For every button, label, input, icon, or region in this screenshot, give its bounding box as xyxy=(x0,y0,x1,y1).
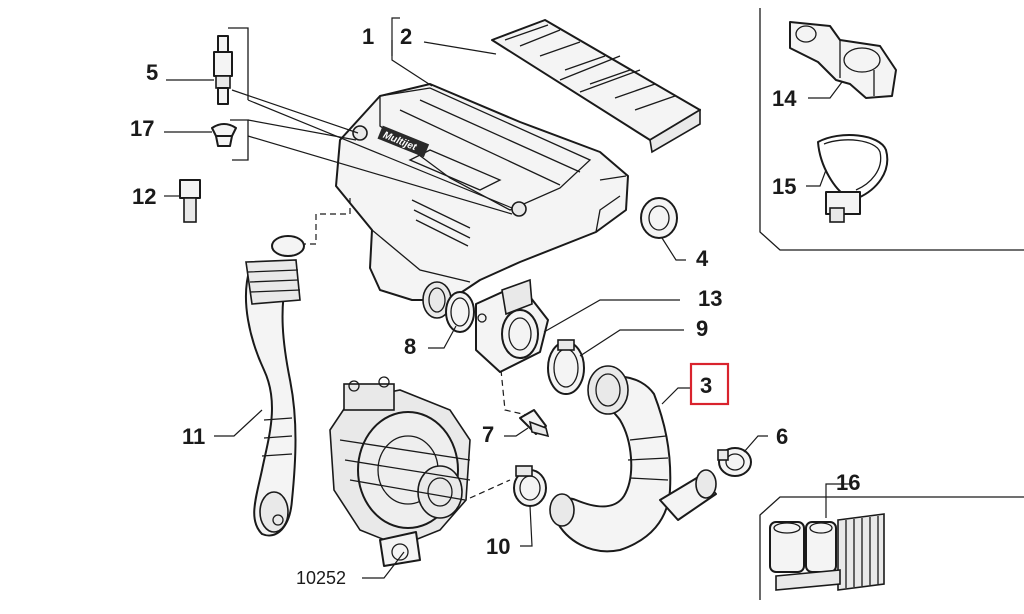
callout-4[interactable]: 4 xyxy=(696,246,709,271)
leader-8 xyxy=(428,325,457,349)
leader-6 xyxy=(743,435,768,453)
callout-1[interactable]: 1 xyxy=(362,24,374,49)
callout-12[interactable]: 12 xyxy=(132,184,156,209)
callout-6[interactable]: 6 xyxy=(776,424,788,449)
callout-5[interactable]: 5 xyxy=(146,60,158,85)
intake-pipe xyxy=(549,365,717,553)
callout-15[interactable]: 15 xyxy=(772,174,796,199)
reference-number: 10252 xyxy=(296,568,346,588)
leader-11 xyxy=(214,409,263,437)
callout-3[interactable]: 3 xyxy=(700,373,712,398)
cable-strap-kit xyxy=(817,134,889,223)
leader-7 xyxy=(504,427,529,437)
leader-17-cover xyxy=(247,119,357,141)
callout-9[interactable]: 9 xyxy=(696,316,708,341)
leader-16 xyxy=(825,483,850,518)
filter-kit-panel-frame xyxy=(759,496,1024,600)
leader-10252 xyxy=(362,551,405,579)
bracket-5-17 xyxy=(228,27,249,161)
callout-10[interactable]: 10 xyxy=(486,534,510,559)
fixing-stud xyxy=(213,35,233,105)
callout-2[interactable]: 2 xyxy=(400,24,412,49)
leader-5-cover xyxy=(231,89,359,134)
kit-panel-frame xyxy=(759,8,1024,251)
rubber-grommet xyxy=(211,123,237,147)
air-flow-meter xyxy=(475,278,549,373)
callout-14[interactable]: 14 xyxy=(772,86,797,111)
screw-7 xyxy=(519,409,550,438)
leader-1-bracket xyxy=(391,17,400,56)
leader-2 xyxy=(423,41,497,55)
callout-7[interactable]: 7 xyxy=(482,422,494,447)
turbocharger xyxy=(329,376,471,567)
engine-cover-airbox: Multijet xyxy=(335,83,629,319)
leader-14 xyxy=(808,81,843,99)
callout-13[interactable]: 13 xyxy=(698,286,722,311)
leader-3 xyxy=(661,387,692,405)
callout-8[interactable]: 8 xyxy=(404,334,416,359)
leader-10 xyxy=(520,505,533,547)
air-filter-element xyxy=(491,19,701,154)
pipe-clip-kit xyxy=(789,21,897,99)
leader-15 xyxy=(806,169,827,187)
intake-hose xyxy=(244,235,305,537)
callout-3-highlight-box xyxy=(689,362,730,406)
dashed-guide-cover-to-hose xyxy=(290,198,351,245)
callout-17[interactable]: 17 xyxy=(130,116,154,141)
callout-16[interactable]: 16 xyxy=(836,470,860,495)
seal-ring xyxy=(445,291,475,333)
leader-5-cover-b xyxy=(247,99,513,209)
grommet-4 xyxy=(640,197,678,239)
leader-13 xyxy=(543,299,680,333)
hose-clamp-6 xyxy=(717,447,752,477)
dashed-guide-turbo-clamp xyxy=(469,479,511,499)
leader-4 xyxy=(661,237,686,261)
hose-clamp-10 xyxy=(513,465,547,507)
hose-clamp-9 xyxy=(547,339,585,395)
callout-11[interactable]: 11 xyxy=(182,424,205,449)
bolt-12 xyxy=(179,179,201,223)
leader-9 xyxy=(579,329,684,357)
leader-17-cover-b xyxy=(247,135,513,215)
filter-kit xyxy=(769,513,885,591)
